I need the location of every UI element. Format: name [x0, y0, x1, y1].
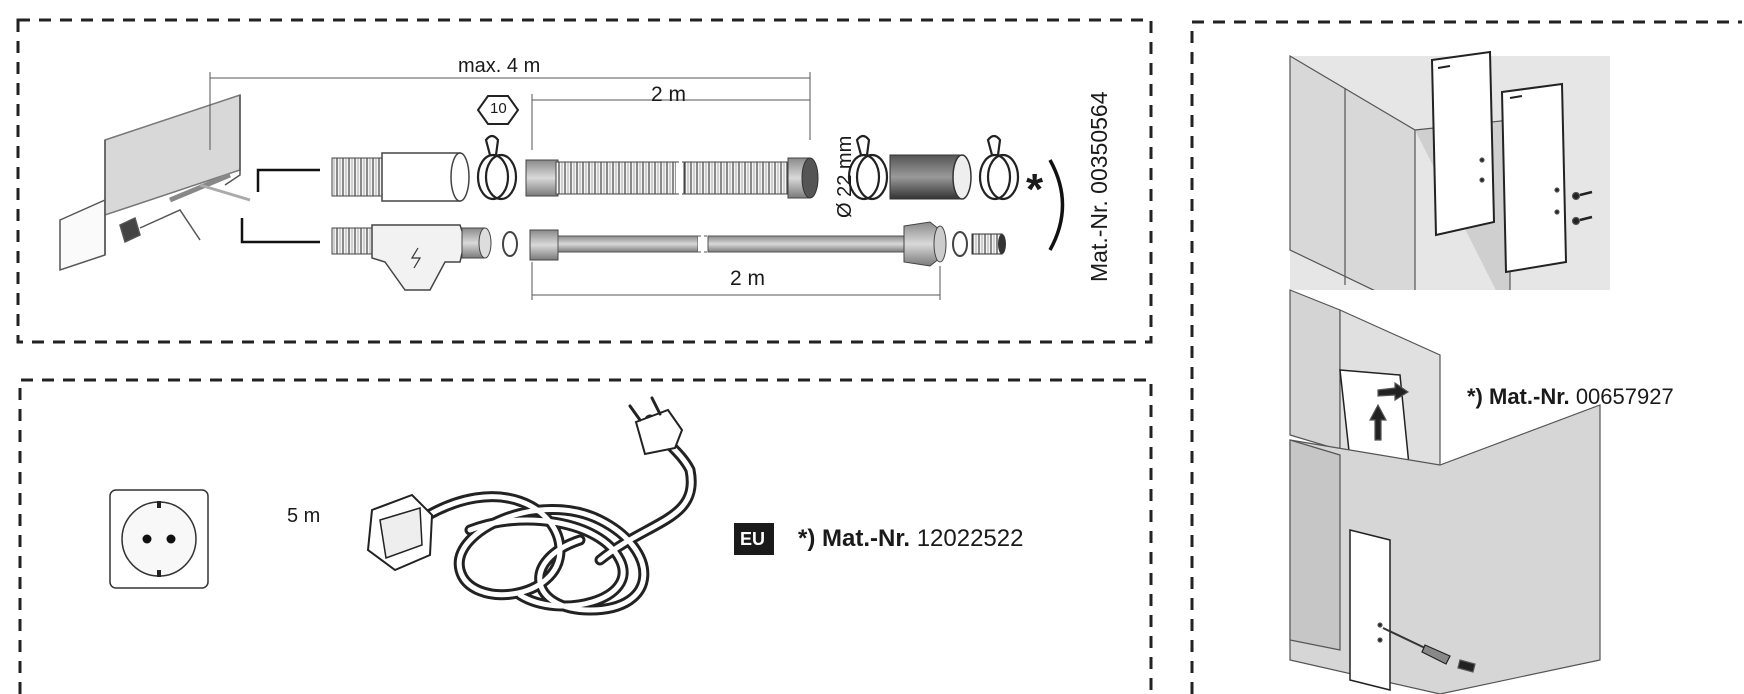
- power-cable-illustration: [18, 378, 1153, 694]
- max-length-label: max. 4 m: [458, 55, 541, 77]
- supply-length-label: 2 m: [730, 267, 766, 290]
- hex-size-label: 10: [490, 100, 507, 117]
- power-mat-nr: *) Mat.-Nr. 12022522: [798, 527, 1023, 551]
- hose-length-label: 2 m: [651, 83, 687, 106]
- socket-icon: [109, 489, 209, 589]
- cover-mat-prefix: *) Mat.-Nr.: [1467, 384, 1570, 409]
- hose-illustration: [16, 18, 1153, 344]
- cabinet-step-3: [1289, 404, 1601, 694]
- cable-length-label: 5 m: [287, 505, 321, 527]
- cover-mat-number: 00657927: [1575, 384, 1674, 409]
- power-mat-number: 12022522: [916, 525, 1024, 552]
- power-cable-panel: 5 m EU *) Mat.-Nr. 12022522: [0, 370, 1160, 694]
- hose-extension-panel: max. 4 m 10 2 m Ø 22 mm 2 m * Mat.-Nr. 0…: [0, 0, 1160, 350]
- eu-badge: EU: [740, 529, 766, 549]
- cover-mat-nr: *) Mat.-Nr. 00657927: [1467, 386, 1674, 408]
- appliance-corner-drawing: [59, 93, 251, 272]
- asterisk-marker: *: [1026, 165, 1044, 214]
- side-cover-illustration: [1190, 20, 1742, 694]
- eu-badge-bg: [734, 523, 774, 555]
- side-cover-panel: *) Mat.-Nr. 00657927: [1180, 0, 1744, 694]
- hose-mat-nr: Mat.-Nr. 00350564: [1086, 91, 1112, 282]
- hose-diameter-label: Ø 22 mm: [834, 135, 856, 218]
- power-mat-prefix: *) Mat.-Nr.: [798, 525, 911, 552]
- cabinet-step-1: [1289, 50, 1610, 318]
- power-cable-icon: [366, 396, 697, 616]
